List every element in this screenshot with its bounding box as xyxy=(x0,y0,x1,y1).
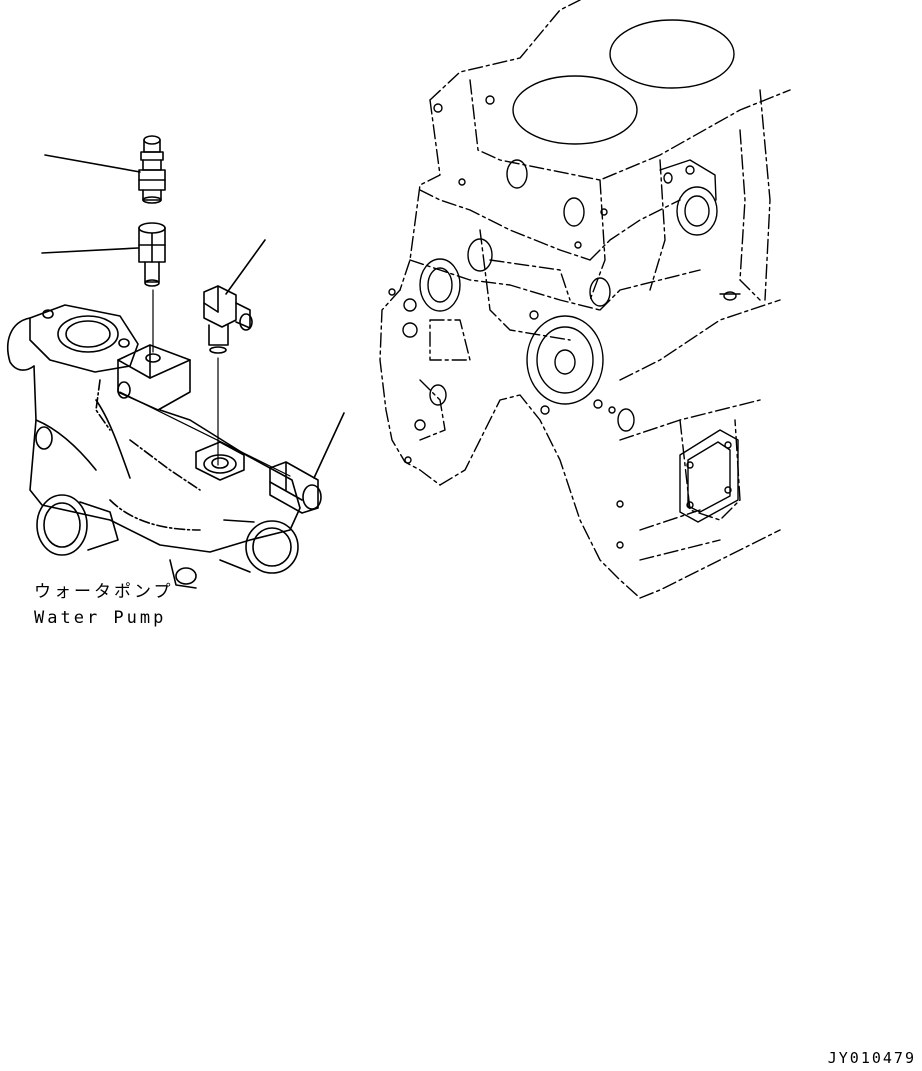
water-pump-housing xyxy=(6,304,301,589)
cylinder-bore-1 xyxy=(512,75,638,145)
figure-caption-japanese: ウォータポンプ xyxy=(34,582,174,602)
leader-line-elbow xyxy=(225,239,266,295)
elbow-fitting xyxy=(203,285,253,354)
drawing-number: JY010479 xyxy=(827,1049,916,1067)
adapter-fitting xyxy=(138,222,166,287)
leader-lines xyxy=(41,154,345,479)
figure-caption-english: Water Pump xyxy=(34,608,167,628)
front-cover-boss xyxy=(526,315,604,405)
cylinder-bore-2 xyxy=(609,19,735,89)
nipple-fitting xyxy=(138,135,166,204)
leader-line-nipple xyxy=(44,154,141,173)
engine-block-features xyxy=(388,19,741,549)
leader-line-connector xyxy=(313,412,345,479)
upper-boss xyxy=(676,186,718,236)
engine-block xyxy=(379,0,791,599)
side-cover xyxy=(679,429,739,523)
leader-line-adapter xyxy=(41,247,139,254)
